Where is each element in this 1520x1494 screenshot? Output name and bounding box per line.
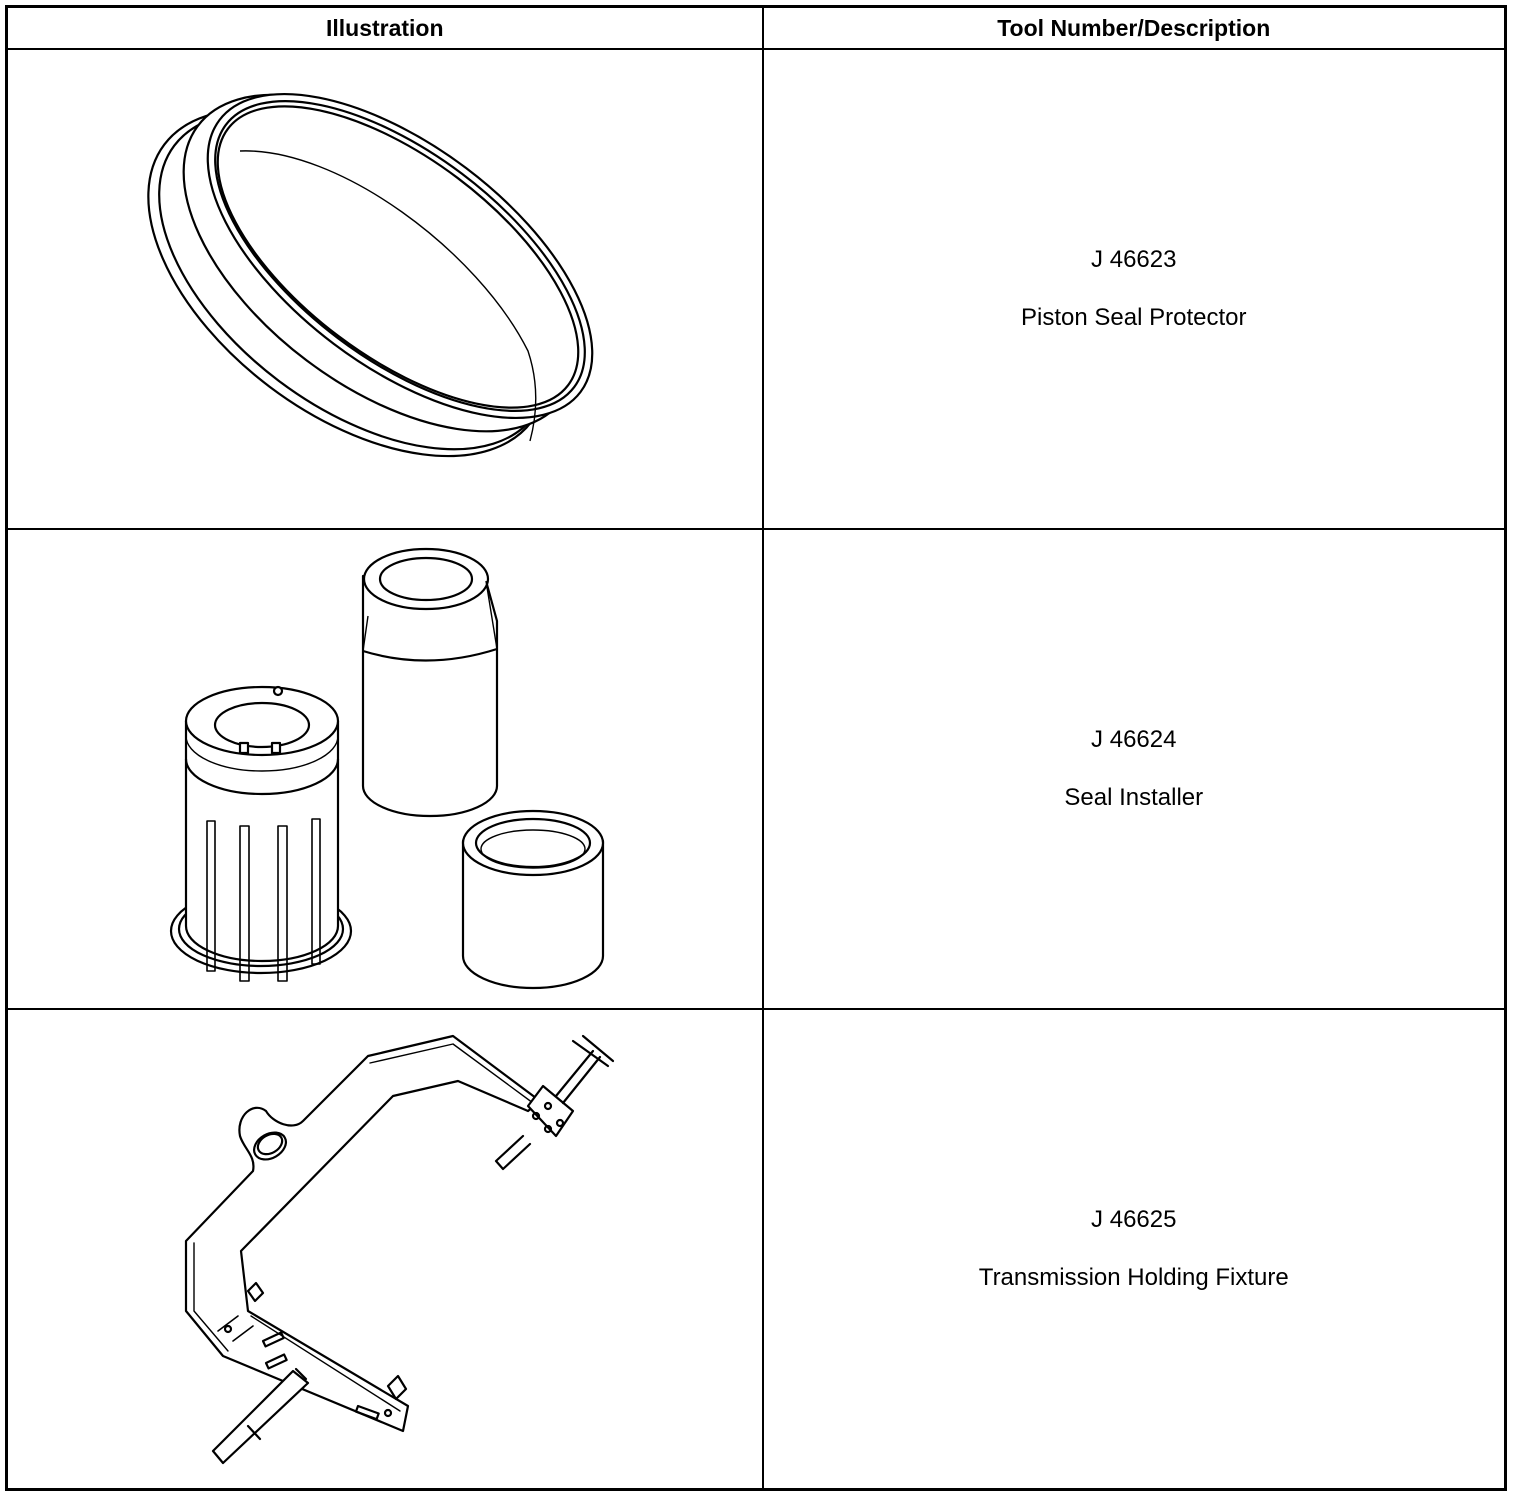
seal-installer-drawing-icon xyxy=(169,547,605,990)
transmission-holding-fixture-drawing-icon xyxy=(184,1034,615,1465)
header-tool-number-description: Tool Number/Description xyxy=(761,5,1507,50)
tool-description: Transmission Holding Fixture xyxy=(978,1264,1289,1291)
table-header-row: Illustration Tool Number/Description xyxy=(5,5,1507,50)
tool-description: Seal Installer xyxy=(1064,784,1204,811)
tool-description-cell: J 46625 Transmission Holding Fixture xyxy=(761,1008,1507,1491)
table-row: J 46625 Transmission Holding Fixture xyxy=(5,1008,1507,1491)
tool-number: J 46623 xyxy=(1091,246,1177,273)
illustration-cell xyxy=(5,528,764,1010)
tool-number: J 46625 xyxy=(1091,1206,1177,1233)
piston-seal-protector-drawing-icon xyxy=(147,92,594,458)
table-row: J 46623 Piston Seal Protector xyxy=(5,48,1507,530)
tool-description-cell: J 46623 Piston Seal Protector xyxy=(761,48,1507,530)
special-tools-table: Illustration Tool Number/Description xyxy=(5,5,1507,1491)
illustration-cell xyxy=(5,1008,764,1491)
tool-description: Piston Seal Protector xyxy=(1021,304,1247,331)
header-illustration: Illustration xyxy=(5,5,764,50)
illustration-cell xyxy=(5,48,764,530)
tool-description-cell: J 46624 Seal Installer xyxy=(761,528,1507,1010)
tool-number: J 46624 xyxy=(1091,726,1177,753)
table-row: J 46624 Seal Installer xyxy=(5,528,1507,1010)
